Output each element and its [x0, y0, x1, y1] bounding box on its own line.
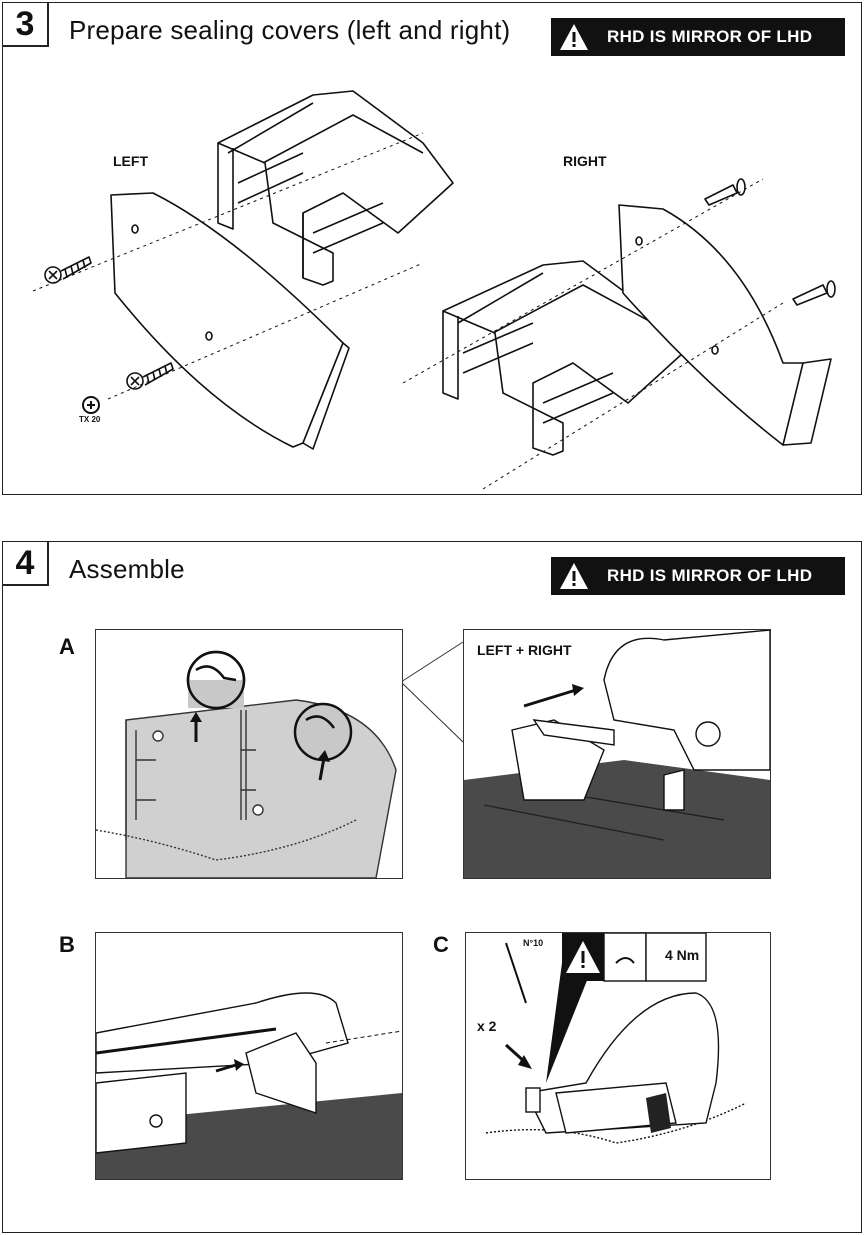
step-title: Prepare sealing covers (left and right)	[69, 15, 511, 45]
left-label: LEFT	[113, 153, 148, 169]
sub-step-c-label: C	[433, 932, 449, 957]
frame-a-overview	[463, 629, 771, 879]
warning-icon	[560, 563, 588, 589]
torque-illustration	[485, 933, 747, 1144]
step-number: 4	[3, 542, 49, 586]
sub-step-b-label: B	[59, 932, 75, 957]
step-4-panel: 4 Assemble RHD IS MIRROR OF LHD A B C	[2, 541, 862, 1233]
frame-a-detail	[95, 629, 403, 879]
left-right-label: LEFT + RIGHT	[477, 642, 572, 658]
frame-c	[465, 932, 771, 1180]
sealing-cover-illustration	[32, 90, 836, 490]
count-label: x 2	[477, 1018, 497, 1034]
step-number: 3	[3, 3, 49, 47]
warning-banner: RHD IS MIRROR OF LHD	[551, 557, 845, 595]
torque-label: 4 Nm	[665, 947, 700, 963]
zoom-connector	[400, 641, 464, 743]
sub-step-a-label: A	[59, 634, 75, 659]
right-label: RIGHT	[563, 153, 607, 169]
wrench-label: N°10	[523, 938, 544, 948]
tool-label: TX 20	[79, 415, 101, 424]
step-title: Assemble	[69, 554, 185, 584]
bracket-mount-illustration	[96, 992, 402, 1179]
frame-b	[95, 932, 403, 1180]
profile-cross-section-illustration	[96, 650, 397, 878]
warning-text: RHD IS MIRROR OF LHD	[607, 566, 813, 585]
step-3-panel: 3 Prepare sealing covers (left and right…	[2, 2, 862, 495]
warning-icon	[560, 24, 588, 50]
cover-slide-illustration	[464, 630, 770, 878]
warning-text: RHD IS MIRROR OF LHD	[607, 27, 813, 46]
warning-banner: RHD IS MIRROR OF LHD	[551, 18, 845, 56]
